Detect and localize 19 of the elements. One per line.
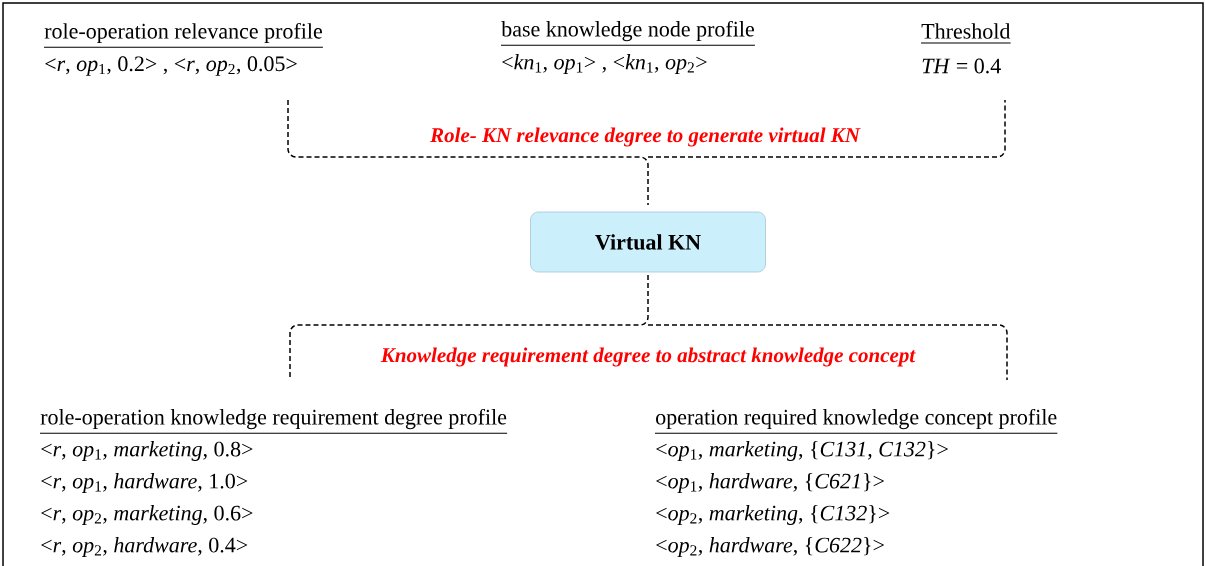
underlined-heading: Threshold xyxy=(920,23,1012,44)
profile-entry: <r, op$_{1}$, hardware, 1.0> xyxy=(41,473,248,493)
profile-entry: <op$_{2}$, marketing, {C132}> xyxy=(656,505,890,525)
underlined-heading: role-operation relevance profile xyxy=(43,22,324,48)
underlined-heading: base knowledge node profile xyxy=(500,20,756,46)
rounded-box: Virtual KN xyxy=(530,211,766,273)
profile-entry: <op$_{1}$, hardware, {C621}> xyxy=(656,473,884,493)
profile-entry: <r, op$_{1}$, marketing, 0.8> xyxy=(41,441,253,461)
profile-entry: <op$_{1}$, marketing, {C131, C132}> xyxy=(656,441,948,461)
profile-entry: TH = 0.4 xyxy=(922,58,1001,74)
brace-label: Knowledge requirement degree to abstract knowledge concept xyxy=(380,347,916,367)
profile-entry: <r, op$_{1}$, 0.2> , <r, op$_{2}$, 0.05> xyxy=(45,56,297,76)
profile-entry: <op$_{2}$, hardware, {C622}> xyxy=(656,537,884,557)
brace-label: Role- KN relevance degree to generate virtual KN xyxy=(430,127,861,147)
profile-entry: <kn$_{1}$, op$_{1}$> , <kn$_{1}$, op$_{2}$> xyxy=(502,54,707,74)
underlined-heading: operation required knowledge concept profile xyxy=(654,408,1058,434)
profile-entry: <r, op$_{2}$, marketing, 0.6> xyxy=(41,505,253,525)
underlined-heading: role-operation knowledge requirement degree profile xyxy=(39,408,508,434)
profile-entry: <r, op$_{2}$, hardware, 0.4> xyxy=(41,537,248,557)
